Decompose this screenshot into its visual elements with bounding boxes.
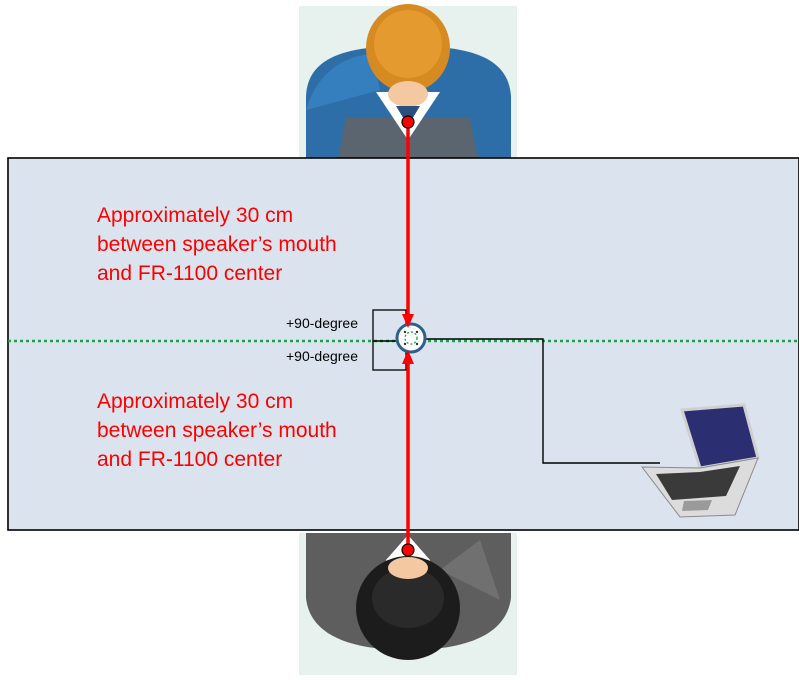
top-person bbox=[299, 4, 517, 161]
top-distance-note: Approximately 30 cm between speaker’s mo… bbox=[97, 204, 337, 285]
bottom-mouth-marker bbox=[401, 543, 415, 557]
fr-1100-recorder-icon bbox=[395, 322, 427, 354]
top-mouth-marker bbox=[401, 115, 415, 129]
person-top-view-man-icon bbox=[306, 4, 511, 160]
angle-label-bottom: +90-degree bbox=[286, 348, 359, 364]
bottom-distance-note: Approximately 30 cm between speaker’s mo… bbox=[97, 390, 337, 471]
angle-label-top: +90-degree bbox=[286, 315, 359, 331]
measurement-bottom bbox=[401, 350, 415, 557]
measurement-top bbox=[401, 115, 415, 328]
laptop-icon bbox=[640, 403, 760, 518]
usb-cable bbox=[420, 338, 660, 464]
bottom-person bbox=[299, 533, 517, 675]
person-top-view-woman-icon bbox=[306, 533, 511, 660]
